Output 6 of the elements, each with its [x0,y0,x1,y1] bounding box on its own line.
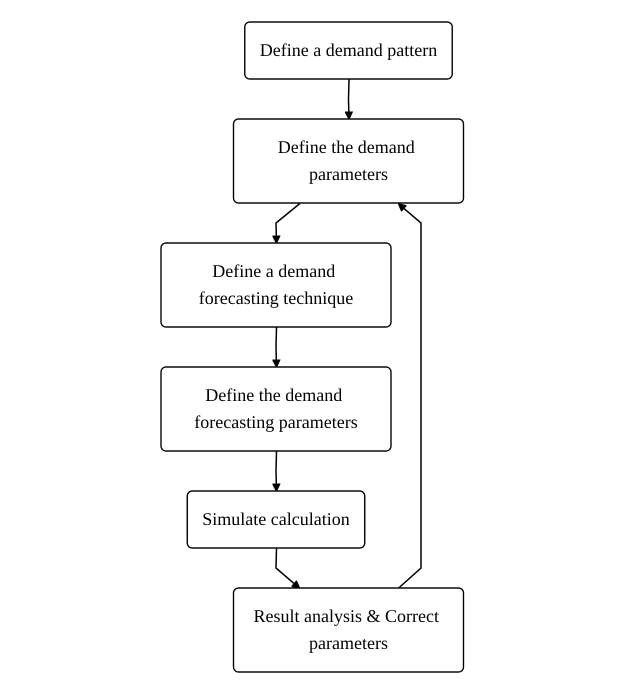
arrow [272,202,301,244]
arrow [276,548,301,588]
arrow [398,202,422,589]
arrow [272,450,281,492]
arrow [344,78,354,120]
arrow [272,326,281,368]
